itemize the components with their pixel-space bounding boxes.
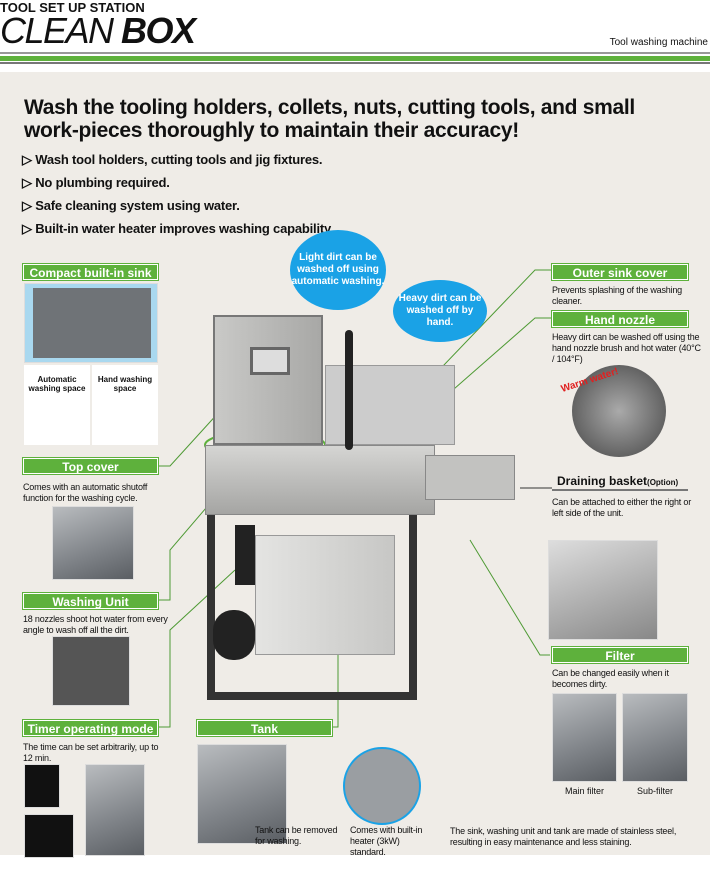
feature-bullet: ▷ Built-in water heater improves washing…	[22, 221, 334, 237]
pump	[213, 610, 255, 660]
header-subtitle: TOOL SET UP STATION	[0, 0, 145, 15]
machine-frame	[207, 515, 417, 700]
filter-text: Can be changed easily when it becomes di…	[552, 668, 669, 689]
draining-basket	[425, 455, 515, 500]
washing-unit-photo	[52, 636, 130, 706]
draining-text: Can be attached to either the right or l…	[552, 497, 691, 518]
timer-dial-photo	[24, 764, 60, 808]
outer-sink-text: Prevents splashing of the washing cleane…	[552, 285, 682, 306]
sink-photo	[24, 283, 158, 363]
heater-caption: Comes with built-in heater (3kW) standar…	[350, 825, 423, 857]
label-compact-sink: Compact built-in sink	[23, 264, 158, 280]
draining-title: Draining basket	[557, 474, 648, 488]
label-outer-sink-cover: Outer sink cover	[552, 264, 688, 280]
bullet-text: Safe cleaning system using water.	[35, 198, 240, 213]
category-label: Tool washing machine	[609, 37, 708, 48]
top-cover-text: Comes with an automatic shutoff function…	[23, 482, 148, 503]
auto-washing-space: Automatic washing space	[24, 365, 90, 445]
main-filter-caption: Main filter	[564, 786, 604, 796]
bullet-text: Built-in water heater improves washing c…	[35, 221, 334, 236]
feature-bullet: ▷ No plumbing required.	[22, 175, 170, 191]
feature-bullet: ▷ Wash tool holders, cutting tools and j…	[22, 152, 323, 168]
tank	[255, 535, 395, 655]
bubble-heavy-dirt: Heavy dirt can be washed off by hand.	[393, 280, 487, 342]
header-rule	[0, 62, 710, 64]
sub-filter-photo	[622, 693, 688, 782]
label-timer: Timer operating mode	[23, 720, 158, 736]
top-cover-photo	[52, 506, 134, 580]
timer-machine-photo	[85, 764, 145, 856]
option-tag: (Option)	[647, 478, 679, 487]
title-light: CLEAN	[0, 10, 122, 51]
sink-body	[205, 445, 435, 515]
header-rule-green	[0, 56, 710, 61]
heater-photo	[343, 747, 421, 825]
washing-unit-text: 18 nozzles shoot hot water from every an…	[23, 614, 168, 635]
label-washing-unit: Washing Unit	[23, 593, 158, 609]
label-draining-basket: Draining basket(Option)	[557, 474, 678, 488]
bullet-text: Wash tool holders, cutting tools and jig…	[35, 152, 323, 167]
top-cover-lid	[213, 315, 323, 445]
label-top-cover: Top cover	[23, 458, 158, 474]
tank-caption: Tank can be removed for washing.	[255, 825, 338, 846]
control-panel	[235, 525, 255, 585]
headline-line: work-pieces thoroughly to maintain their…	[24, 119, 519, 142]
machine-image	[195, 270, 515, 715]
draining-basket-photo	[548, 540, 658, 640]
title-bold: BOX	[121, 10, 196, 51]
headline-line: Wash the tooling holders, collets, nuts,…	[24, 96, 635, 119]
triangle-icon: ▷	[22, 198, 32, 213]
triangle-icon: ▷	[22, 152, 32, 167]
label-hand-nozzle: Hand nozzle	[552, 311, 688, 327]
label-tank: Tank	[197, 720, 332, 736]
footer-note: The sink, washing unit and tank are made…	[450, 826, 677, 847]
triangle-icon: ▷	[22, 221, 32, 236]
draining-underline	[552, 489, 688, 491]
hand-washing-space: Hand washing space	[92, 365, 158, 445]
tank-photo	[197, 744, 287, 844]
header-rule	[0, 52, 710, 54]
hand-nozzle-text: Heavy dirt can be washed off using the h…	[552, 332, 701, 364]
timer-switch-photo	[24, 814, 74, 858]
triangle-icon: ▷	[22, 175, 32, 190]
bullet-text: No plumbing required.	[35, 175, 170, 190]
bubble-light-dirt: Light dirt can be washed off using autom…	[290, 230, 386, 310]
product-title: CLEAN BOX	[0, 10, 196, 51]
hand-nozzle-hose	[345, 330, 353, 450]
feature-bullet: ▷ Safe cleaning system using water.	[22, 198, 240, 214]
hand-nozzle-photo	[572, 365, 666, 457]
main-filter-photo	[552, 693, 617, 782]
sub-filter-caption: Sub-filter	[636, 786, 673, 796]
label-filter: Filter	[552, 647, 688, 663]
headline: Wash the tooling holders, collets, nuts,…	[24, 96, 635, 142]
timer-text: The time can be set arbitrarily, up to 1…	[23, 742, 159, 763]
